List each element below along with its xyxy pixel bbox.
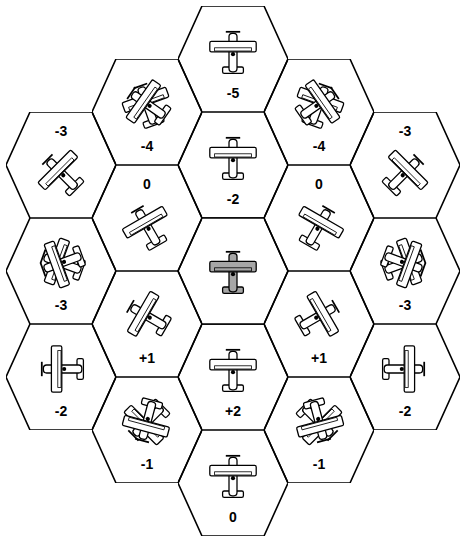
maneuver-value: -2 xyxy=(225,191,241,207)
maneuver-value: -2 xyxy=(397,403,413,419)
own-plane xyxy=(210,252,256,294)
maneuver-value: +1 xyxy=(137,350,157,366)
biplane-group xyxy=(31,32,435,498)
maneuver-value: -3 xyxy=(397,123,413,139)
maneuver-value: 0 xyxy=(313,176,325,192)
maneuver-value: 0 xyxy=(141,176,153,192)
hex-cell: 0 xyxy=(178,430,288,536)
maneuver-value: -2 xyxy=(53,403,69,419)
maneuver-value: -3 xyxy=(53,123,69,139)
maneuver-value: -4 xyxy=(139,138,155,154)
maneuver-value: -3 xyxy=(397,297,413,313)
maneuver-value: -5 xyxy=(225,85,241,101)
maneuver-value: +2 xyxy=(223,403,243,419)
maneuver-value: -1 xyxy=(139,456,155,472)
maneuver-value: -4 xyxy=(311,138,327,154)
maneuver-value: -3 xyxy=(53,297,69,313)
maneuver-value: +1 xyxy=(309,350,329,366)
maneuver-value: -1 xyxy=(311,456,327,472)
maneuver-value: 0 xyxy=(227,509,239,525)
